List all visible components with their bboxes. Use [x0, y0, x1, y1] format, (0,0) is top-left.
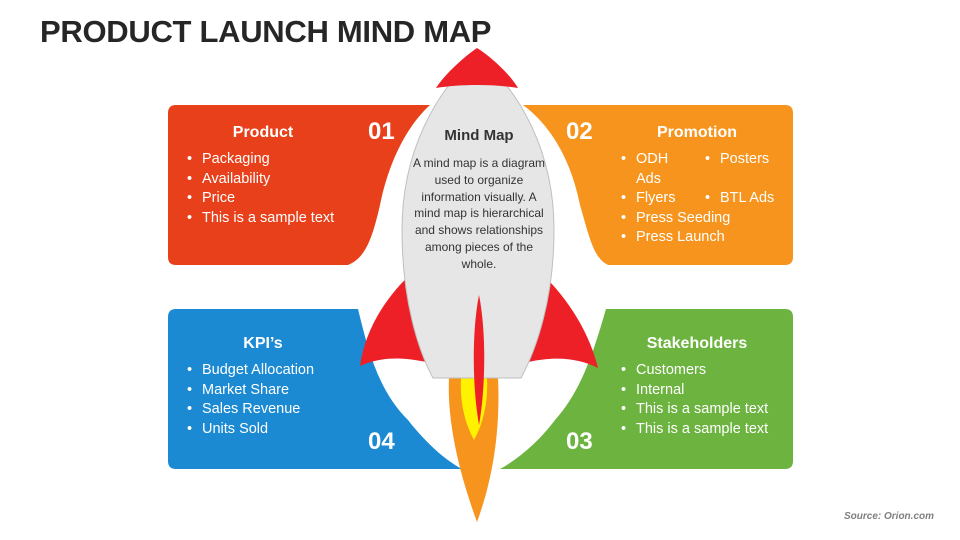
list-item: Availability: [186, 170, 334, 190]
stakeholders-heading: Stakeholders: [646, 335, 748, 352]
list-item: Posters: [704, 150, 774, 170]
list-item: This is a sample text: [186, 209, 334, 229]
center-description: A mind map is a diagram used to organize…: [412, 156, 546, 271]
list-item: Flyers: [620, 189, 730, 209]
promotion-heading: Promotion: [657, 124, 737, 141]
list-item-continued: Ads: [636, 170, 661, 187]
list-item-spacer: [704, 170, 774, 190]
promotion-list-right: Posters BTL Ads: [704, 150, 774, 209]
promotion-list-left: ODH Ads Flyers Press Seeding Press Launc…: [620, 150, 730, 248]
list-item: Budget Allocation: [186, 361, 314, 381]
list-item: ODH: [620, 150, 730, 170]
center-title: Mind Map: [444, 127, 514, 144]
product-list: Packaging Availability Price This is a s…: [186, 150, 334, 228]
source-note: Source: Orion.com: [843, 511, 934, 522]
list-item: Price: [186, 189, 334, 209]
list-item: Press Launch: [620, 228, 730, 248]
list-item: Press Seeding: [620, 209, 730, 229]
list-item: This is a sample text: [620, 400, 768, 420]
kpis-number: 04: [368, 428, 395, 455]
kpis-list: Budget Allocation Market Share Sales Rev…: [186, 361, 314, 439]
list-item: Customers: [620, 361, 768, 381]
stakeholders-list: Customers Internal This is a sample text…: [620, 361, 768, 439]
list-item: This is a sample text: [620, 420, 768, 440]
list-item: Units Sold: [186, 420, 314, 440]
rocket-nose: [436, 48, 518, 88]
list-item: Market Share: [186, 381, 314, 401]
product-number: 01: [368, 118, 395, 145]
rocket-center-fin: [473, 295, 485, 425]
list-item: Internal: [620, 381, 768, 401]
list-item: BTL Ads: [704, 189, 774, 209]
rocket-flame-outer: [448, 378, 499, 522]
product-heading: Product: [232, 124, 294, 141]
list-item: Sales Revenue: [186, 400, 314, 420]
stakeholders-number: 03: [566, 428, 593, 455]
page-title: PRODUCT LAUNCH MIND MAP: [40, 14, 492, 49]
list-item: Packaging: [186, 150, 334, 170]
kpis-heading: KPI’s: [243, 335, 283, 352]
promotion-number: 02: [566, 118, 593, 145]
